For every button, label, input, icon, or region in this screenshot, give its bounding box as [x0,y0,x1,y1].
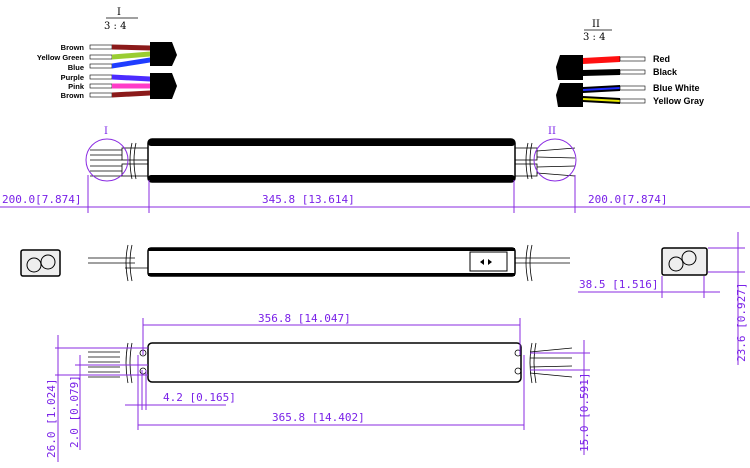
wire [112,74,150,82]
dim-height-left: 26.0 [1.024] [45,379,58,458]
dim-offset: 4.2 [0.165] [163,391,236,404]
wire-strip [89,92,113,98]
wire [112,57,150,69]
wire-stripe [582,98,621,102]
dim-body-length: 356.8 [14.047] [258,312,351,325]
dim-body-length: 345.8 [13.614] [262,193,355,206]
sensor-window [469,251,508,272]
wire-label: Brown [61,91,85,100]
wire-strip [619,98,646,104]
wire-label: Black [653,67,678,77]
sensor-icon [480,259,492,265]
dim-spacing: 2.0 [0.079] [68,375,81,448]
wire-label: Red [653,54,670,64]
wire-label: Brown [61,43,85,52]
wire [583,56,620,64]
dim-left-lead: 200.0[7.874] [2,193,81,206]
wire-label: Pink [68,82,85,91]
wire-label: Purple [61,73,84,82]
wire-strip [89,44,113,50]
detail-i-scale: 3 : 4 [104,21,126,32]
side-view: 38.5 [1.516] 23.6 [0.927] [20,232,748,365]
wire-strip [619,85,646,91]
detail-ii: II 3 : 4 Red Black Blue White Yellow Gra… [556,19,704,107]
wire-label: Blue [68,63,84,72]
cable-jacket [150,42,177,66]
wire-stripe [582,87,621,91]
wire-strip [89,74,113,80]
bottom-view: 356.8 [14.047] 365.8 [14.402] 4.2 [0.165… [45,312,591,462]
wire-label: Blue White [653,83,700,93]
wire [112,44,150,51]
dim-overall-length: 365.8 [14.402] [272,411,365,424]
detail-ii-scale: 3 : 4 [583,32,605,43]
wire-strip [619,69,646,75]
wire-strip [89,63,113,69]
cable-jacket [556,55,583,80]
wire [112,51,150,60]
cable-jacket [556,83,583,107]
detail-i: I 3 : 4 Brown Yellow Green Blue Purple P… [37,7,177,100]
wire-label: Yellow Gray [653,96,704,106]
dim-right-lead: 200.0[7.874] [588,193,667,206]
dim-height-right: 15.0 [0.591] [578,373,591,452]
dim-width: 38.5 [1.516] [579,278,658,291]
wire-strip [89,83,113,89]
detail-ii-label: II [592,19,600,30]
top-view: I II 200.0[7.874] 345.8 [13.614] 200.0[7… [0,126,750,213]
cable-jacket [150,73,177,99]
wire [112,83,150,89]
wire [583,69,620,76]
wire-label: Yellow Green [37,53,85,62]
wire-strip [619,56,646,62]
dim-height: 23.6 [0.927] [735,283,748,362]
wire [112,90,150,98]
detail-i-marker-label: I [104,126,108,137]
detail-ii-marker-label: II [548,126,556,137]
detail-ii-marker [533,138,577,182]
detail-i-marker [85,138,129,182]
wire-strip [89,54,113,60]
detail-i-label: I [117,7,121,18]
